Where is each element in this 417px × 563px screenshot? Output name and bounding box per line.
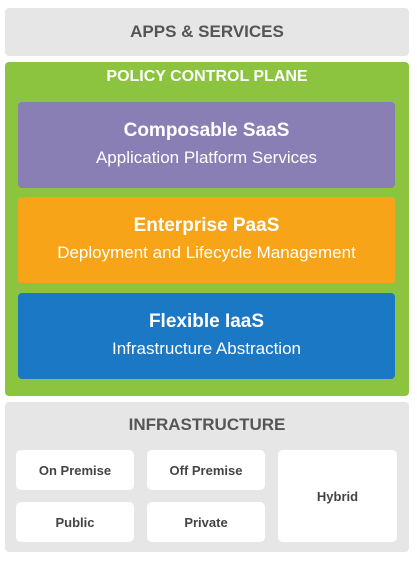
infra-item-private: Private — [147, 502, 265, 542]
flexible-iaas-title: Flexible IaaS — [148, 311, 265, 332]
apps-services-box: APPS & SERVICES — [5, 8, 409, 56]
enterprise-paas-title: Enterprise PaaS — [133, 215, 280, 236]
policy-control-plane-title: POLICY CONTROL PLANE — [106, 68, 308, 85]
apps-services-label: APPS & SERVICES — [130, 22, 284, 41]
composable-saas-subtitle: Application Platform Services — [95, 148, 318, 167]
infra-item-hybrid: Hybrid — [278, 450, 397, 542]
composable-saas-layer: Composable SaaS Application Platform Ser… — [18, 102, 395, 188]
composable-saas-title: Composable SaaS — [123, 120, 290, 141]
flexible-iaas-layer: Flexible IaaS Infrastructure Abstraction — [18, 293, 395, 379]
enterprise-paas-subtitle: Deployment and Lifecycle Management — [57, 243, 356, 262]
infrastructure-box: INFRASTRUCTURE On Premise Off Premise Pu… — [5, 402, 409, 552]
policy-control-plane: POLICY CONTROL PLANE Composable SaaS App… — [5, 62, 409, 396]
infra-item-off-premise: Off Premise — [147, 450, 265, 490]
flexible-iaas-subtitle: Infrastructure Abstraction — [112, 339, 301, 358]
infra-item-public: Public — [16, 502, 134, 542]
infrastructure-title: INFRASTRUCTURE — [128, 415, 286, 434]
enterprise-paas-layer: Enterprise PaaS Deployment and Lifecycle… — [18, 197, 395, 283]
infra-item-on-premise: On Premise — [16, 450, 134, 490]
